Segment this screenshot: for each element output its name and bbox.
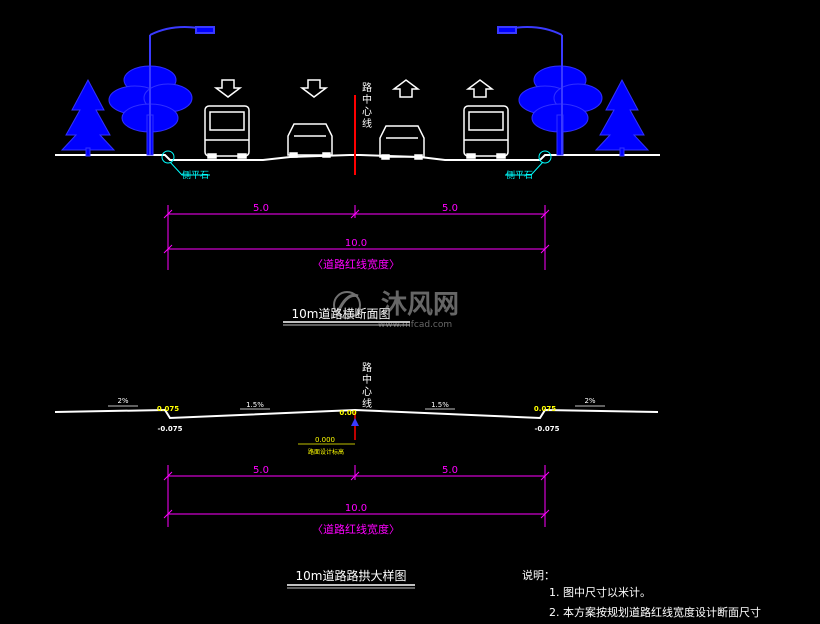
crown-elevation: 0.00 <box>339 409 356 417</box>
arrow-down-left-icon <box>213 79 243 98</box>
street-lamp-left-icon <box>149 25 215 155</box>
centerline2-char-2: 中 <box>362 373 372 386</box>
dim-half-left-1: 5.0 <box>253 203 269 214</box>
dim-half-right-2: 5.0 <box>442 465 458 476</box>
crown-profile-line <box>54 408 659 420</box>
curb-top-left: 0.075 <box>157 405 179 413</box>
centerline-char-1: 路 <box>362 81 372 94</box>
red-line-width-label-2: 〈道路红线宽度〉 <box>312 522 400 536</box>
section2-title: 10m道路路拱大样图 <box>296 568 407 583</box>
curb-marker-left <box>161 150 210 176</box>
curb-bottom-right: -0.075 <box>534 425 559 433</box>
slope-carriageway-right: 1.5% <box>431 401 449 409</box>
centerline-char-4: 线 <box>362 117 372 130</box>
pine-tree-right-icon <box>594 78 650 157</box>
centerline-char-2: 中 <box>362 93 372 106</box>
car-left-icon <box>287 123 333 158</box>
centerline2-char-4: 线 <box>362 397 372 410</box>
watermark: 沐风网 www.mfcad.com <box>333 290 459 330</box>
design-elev-value: 0.000 <box>315 436 335 444</box>
dim-total-2: 10.0 <box>345 503 367 514</box>
bus-left-icon <box>204 105 250 159</box>
centerline-char-3: 心 <box>362 106 372 118</box>
watermark-url: www.mfcad.com <box>378 320 452 330</box>
curb-bottom-left: -0.075 <box>157 425 182 433</box>
arrow-up-right-icon <box>465 79 495 98</box>
bus-right-icon <box>463 105 509 159</box>
street-lamp-right-icon <box>497 25 563 155</box>
dimension-lines-1 <box>163 205 550 270</box>
notes-item-2: 2. 本方案按规划道路红线宽度设计断面尺寸 <box>549 605 761 619</box>
curb-marker-right <box>505 150 552 176</box>
red-line-width-label-1: 〈道路红线宽度〉 <box>312 257 400 271</box>
dimension-lines-2 <box>163 465 550 527</box>
notes-item-1: 1. 图中尺寸以米计。 <box>549 585 651 599</box>
elevation-marker-icon <box>351 418 359 426</box>
curb-label-right: 侧平石 <box>506 169 533 181</box>
pine-tree-left-icon <box>60 78 116 157</box>
slope-carriageway-left: 1.5% <box>246 401 264 409</box>
broadleaf-tree-right-icon <box>518 65 603 156</box>
arrow-down-center-icon <box>299 79 329 98</box>
slope-arrows <box>108 405 605 410</box>
notes-heading: 说明： <box>522 568 555 582</box>
dim-total-1: 10.0 <box>345 238 367 249</box>
centerline2-char-1: 路 <box>362 361 372 374</box>
car-right-icon <box>379 125 425 160</box>
watermark-brand: 沐风网 <box>381 290 459 320</box>
centerline2-char-3: 心 <box>362 386 372 398</box>
dim-half-left-2: 5.0 <box>253 465 269 476</box>
watermark-logo-icon <box>333 291 361 319</box>
section1-title: 10m道路横断面图 <box>292 306 391 321</box>
road-surface-line <box>55 154 660 161</box>
design-elev-label: 路面设计标高 <box>308 448 344 456</box>
notes-block: 说明： 1. 图中尺寸以米计。 2. 本方案按规划道路红线宽度设计断面尺寸 <box>522 568 761 619</box>
slope-sidewalk-right: 2% <box>584 397 595 405</box>
curb-label-left: 侧平石 <box>182 169 209 181</box>
dim-half-right-1: 5.0 <box>442 203 458 214</box>
slope-sidewalk-left: 2% <box>117 397 128 405</box>
cross-section-drawing: 路 中 心 线 <box>55 25 660 326</box>
curb-top-right: 0.075 <box>534 405 556 413</box>
crown-detail-drawing: 路 中 心 线 2% 1.5% 1.5% 2% 0.075 -0.075 0.0… <box>54 361 659 589</box>
arrow-up-center-icon <box>391 79 421 98</box>
